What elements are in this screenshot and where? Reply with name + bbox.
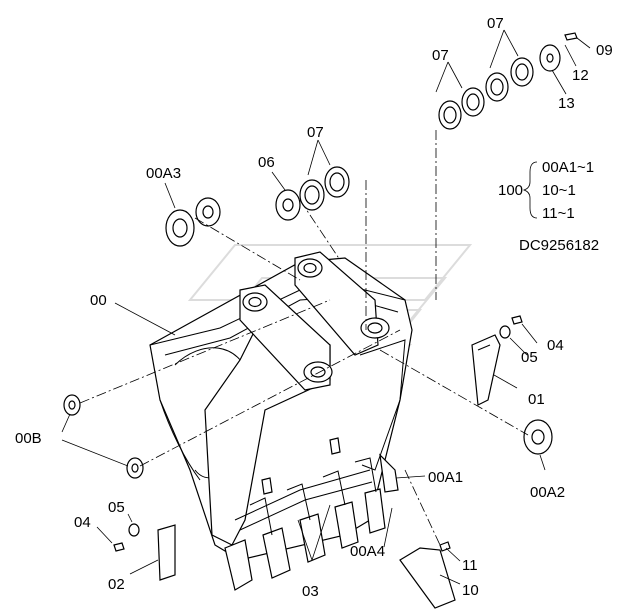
hardware <box>63 44 561 552</box>
label-10: 10 <box>462 582 479 599</box>
bucket-body <box>149 251 413 561</box>
label-02: 02 <box>108 576 125 593</box>
label-05: 05 <box>108 499 125 516</box>
label-07: 07 <box>307 124 324 141</box>
qty-item-3: 11~1 <box>542 205 575 222</box>
quantity-block: 100 00A1~1 10~1 11~1 <box>498 159 594 222</box>
label-07: 07 <box>487 15 504 32</box>
label-00a2: 00A2 <box>530 484 565 501</box>
label-00: 00 <box>90 292 107 309</box>
leader-lines <box>61 29 591 585</box>
pins <box>261 32 578 552</box>
label-13: 13 <box>558 95 575 112</box>
label-06: 06 <box>258 154 275 171</box>
label-00a3: 00A3 <box>146 165 181 182</box>
label-01: 01 <box>528 391 545 408</box>
label-00a1: 00A1 <box>428 469 463 486</box>
label-09: 09 <box>596 42 613 59</box>
side-cutter-right <box>471 334 501 406</box>
label-04: 04 <box>74 514 91 531</box>
qty-item-1: 00A1~1 <box>542 159 594 176</box>
drawing-code: DC9256182 <box>519 237 599 254</box>
label-11: 11 <box>462 557 478 574</box>
part-labels: 07 07 09 12 13 07 06 00A3 00 04 05 01 00… <box>15 15 613 600</box>
qty-item-2: 10~1 <box>542 182 576 199</box>
side-cutter-left <box>157 524 176 581</box>
qty-prefix: 100 <box>498 182 523 199</box>
teeth-row <box>224 453 399 591</box>
centre-lines <box>79 130 529 546</box>
label-12: 12 <box>572 67 589 84</box>
label-00a4: 00A4 <box>350 543 385 560</box>
label-00b: 00B <box>15 430 42 447</box>
tooth-10 <box>399 547 456 609</box>
label-03: 03 <box>302 583 319 600</box>
label-07: 07 <box>432 47 449 64</box>
label-04: 04 <box>547 337 564 354</box>
label-05: 05 <box>521 349 538 366</box>
